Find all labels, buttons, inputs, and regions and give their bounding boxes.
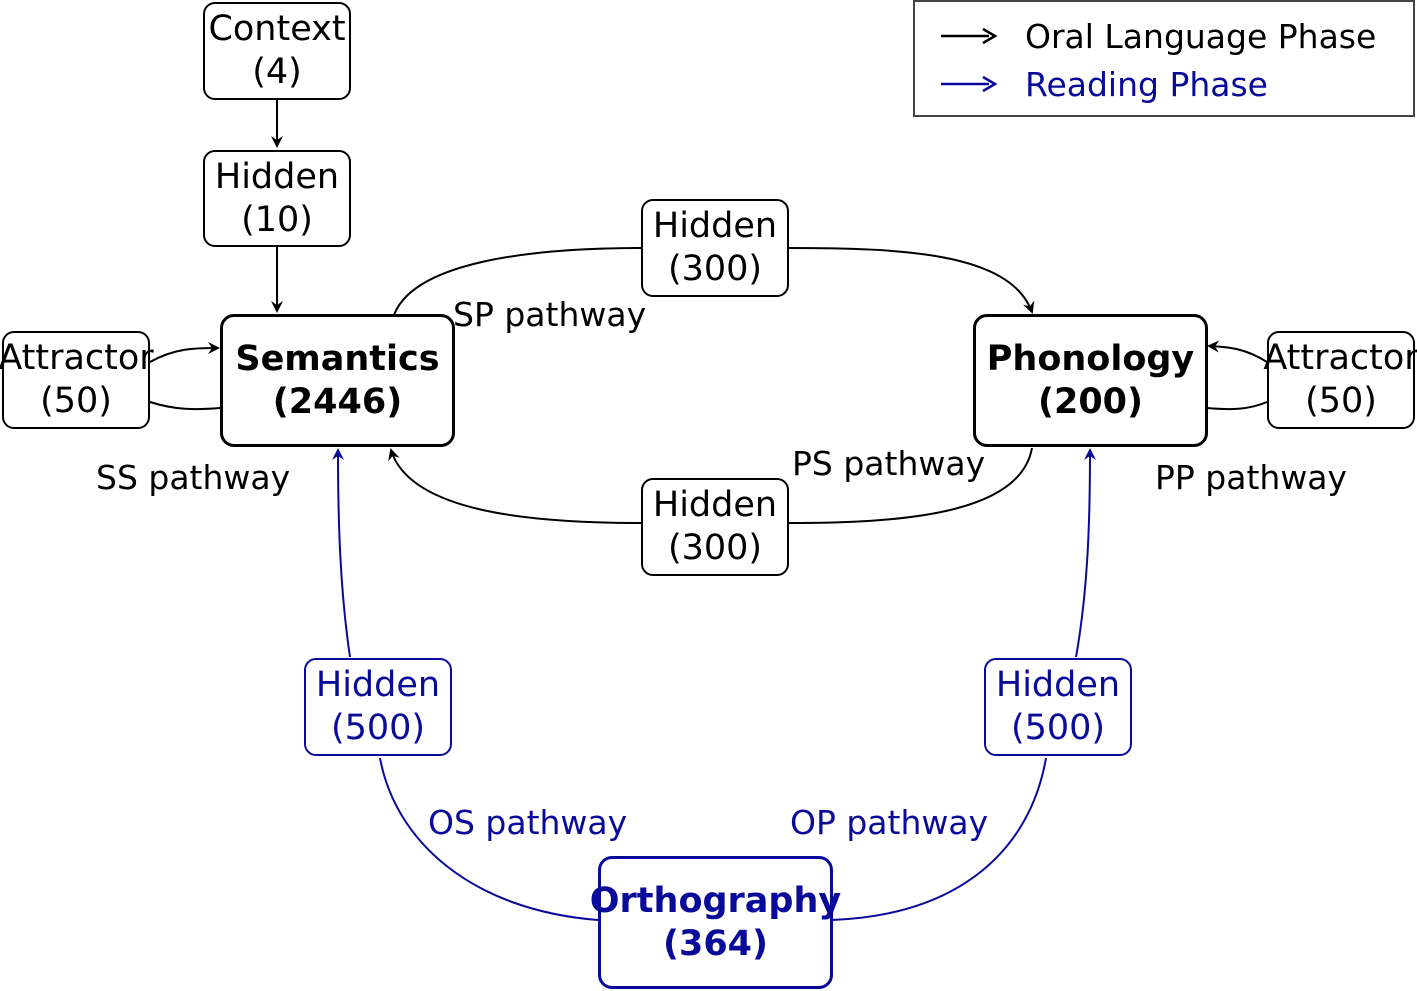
node-name: Attractor (0, 338, 154, 378)
node-size: (300) (667, 528, 763, 568)
node-size: (364) (662, 923, 769, 964)
edge-pp-loop-out (1206, 401, 1268, 411)
legend-item-oral: Oral Language Phase (939, 16, 1376, 56)
ps-pathway-label: PS pathway (792, 444, 986, 483)
hidden-os-node: Hidden (500) (304, 658, 452, 756)
legend-item-reading: Reading Phase (939, 64, 1268, 104)
pp-pathway-label: PP pathway (1155, 458, 1348, 497)
edge-sp-pathway (392, 247, 1032, 318)
hidden-ps-node: Hidden (300) (641, 478, 789, 576)
black-arrow-icon (941, 27, 998, 45)
node-size: (4) (252, 52, 302, 92)
node-size: (50) (1305, 381, 1377, 421)
node-size: (500) (330, 708, 426, 748)
node-size: (500) (1010, 708, 1106, 748)
node-size: (2446) (272, 381, 403, 422)
context-node: Context (4) (203, 2, 351, 100)
semantics-node: Semantics (2446) (220, 314, 455, 447)
edge-ps-pathway (391, 448, 1033, 524)
op-pathway-label: OP pathway (790, 803, 989, 842)
legend: Oral Language Phase Reading Phase (913, 0, 1415, 117)
hidden-context-node: Hidden (10) (203, 150, 351, 247)
phonology-node: Phonology (200) (973, 314, 1208, 447)
node-name: Orthography (589, 880, 842, 921)
legend-reading-label: Reading Phase (1025, 64, 1268, 104)
node-name: Context (208, 9, 346, 49)
orthography-node: Orthography (364) (590, 856, 841, 989)
node-size: (200) (1037, 381, 1144, 422)
edge-os-pathway (338, 450, 599, 921)
edge-op-pathway (831, 450, 1090, 921)
attractor-semantics-node: Attractor (50) (0, 331, 154, 429)
node-name: Hidden (214, 156, 340, 197)
node-name: Hidden (995, 665, 1121, 705)
node-size: (300) (667, 249, 763, 289)
node-name: Hidden (652, 485, 778, 525)
node-size: (50) (40, 381, 112, 421)
edge-ss-loop-in (149, 342, 220, 363)
sp-pathway-label: SP pathway (453, 295, 647, 334)
node-name: Hidden (315, 665, 441, 705)
os-pathway-label: OS pathway (428, 803, 628, 842)
node-name: Phonology (986, 338, 1195, 379)
edge-ss-loop-out (149, 401, 221, 411)
legend-oral-label: Oral Language Phase (1025, 16, 1377, 56)
node-size: (10) (241, 199, 313, 240)
hidden-sp-node: Hidden (300) (641, 199, 789, 297)
node-name: Hidden (652, 206, 778, 246)
hidden-op-node: Hidden (500) (984, 658, 1132, 756)
node-name: Attractor (1263, 338, 1417, 378)
attractor-phonology-node: Attractor (50) (1263, 331, 1417, 429)
node-name: Semantics (235, 338, 440, 379)
blue-arrow-icon (941, 75, 998, 93)
edge-pp-loop-in (1207, 340, 1268, 363)
ss-pathway-label: SS pathway (96, 458, 291, 497)
